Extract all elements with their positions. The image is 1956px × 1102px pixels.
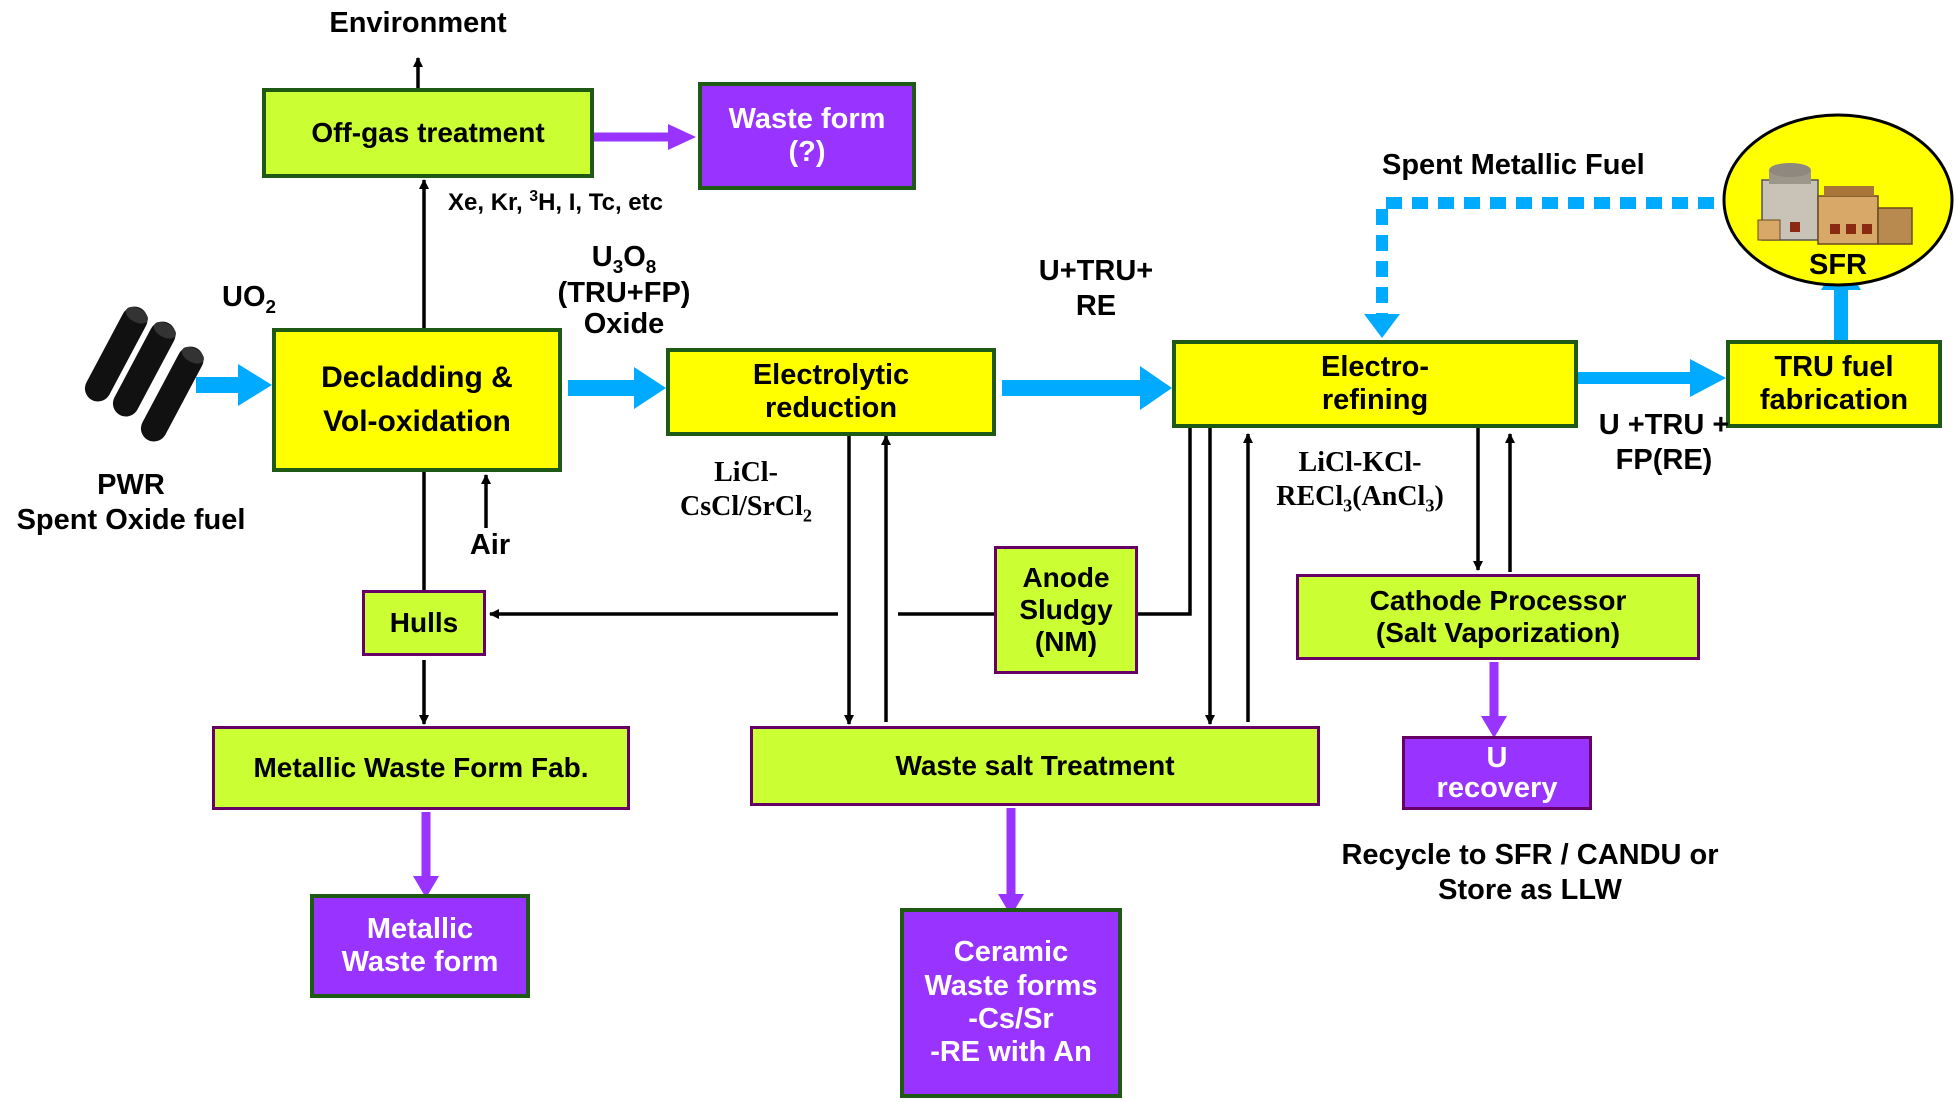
uo2-label: UO2: [222, 280, 276, 318]
u-tru-re-line2: RE: [1075, 289, 1117, 322]
u-tru-fp-line2: FP(RE): [1615, 443, 1713, 476]
offgas-treatment-label: Off-gas treatment: [311, 116, 545, 148]
anode-sludgy-box: Anode Sludgy (NM): [994, 546, 1138, 674]
cathode-processor-box: Cathode Processor (Salt Vaporization): [1296, 574, 1700, 660]
electrorefining-line2: refining: [1321, 384, 1429, 416]
sfr-plant-icon: [1722, 113, 1954, 287]
ceramic-line2: Waste forms: [924, 969, 1098, 1002]
electrorefining-line1: Electro-: [1321, 350, 1429, 383]
tru-fab-line1: TRU fuel: [1774, 350, 1894, 383]
licl-cscl-line1: LiCl-: [714, 457, 778, 488]
u3o8-line2: (TRU+FP): [557, 276, 691, 309]
decladding-line1: Decladding &: [321, 360, 513, 394]
offgas-species-prefix: Xe, Kr,: [448, 189, 530, 216]
pwr-line1: PWR: [97, 469, 165, 501]
electrolytic-reduction-box: Electrolytic reduction: [666, 348, 996, 436]
u-recovery-box: U recovery: [1402, 736, 1592, 810]
recycle-label: Recycle to SFR / CANDU or Store as LLW: [1310, 838, 1750, 908]
dotted-spent-metallic-fuel-line: [1376, 197, 1740, 318]
electrorefining-box: Electro- refining: [1172, 340, 1578, 428]
ceramic-line4: -RE with An: [930, 1036, 1092, 1069]
waste-flow-arrows: [421, 132, 1499, 896]
u-tru-re-label: U+TRU+ RE: [1016, 254, 1176, 324]
spent-fuel-rods-icon: [84, 306, 204, 442]
spent-metallic-fuel-label: Spent Metallic Fuel: [1382, 149, 1645, 181]
licl-kcl-a: RECl: [1276, 480, 1344, 512]
electrolytic-line2: reduction: [764, 392, 898, 424]
waste-form-line2: (?): [788, 136, 826, 168]
anode-line2: Sludgy: [1019, 593, 1113, 625]
waste-form-line1: Waste form: [728, 102, 886, 135]
metallic-waste-form-line1: Metallic: [366, 912, 474, 945]
offgas-species-sup: 3: [529, 188, 539, 205]
cathode-line1: Cathode Processor: [1369, 584, 1627, 616]
licl-cscl-line2: CsCl/SrCl2: [666, 490, 826, 527]
u3o8-line3: Oxide: [583, 308, 665, 341]
arrow-pwr-to-decladding: [196, 364, 272, 406]
offgas-species-suffix: H, I, Tc, etc: [538, 189, 663, 216]
waste-salt-label: Waste salt Treatment: [895, 749, 1175, 781]
air-label: Air: [469, 529, 511, 561]
licl-kcl-line1: LiCl-KCl-: [1298, 447, 1422, 478]
licl-kcl-line2: RECl3(AnCl3): [1270, 480, 1450, 517]
ceramic-line3: -Cs/Sr: [968, 1003, 1054, 1035]
recycle-line1: Recycle to SFR / CANDU or: [1341, 839, 1719, 871]
pwr-label: PWR Spent Oxide fuel: [0, 468, 262, 538]
licl-kcl-c: ): [1434, 480, 1444, 512]
line-refining-to-anode: [1138, 428, 1192, 616]
licl-cscl-text: CsCl/SrCl: [680, 490, 803, 522]
u3o8-sub1: 3: [612, 255, 624, 277]
ceramic-waste-forms-box: Ceramic Waste forms -Cs/Sr -RE with An: [900, 908, 1122, 1098]
decladding-box: Decladding & Vol-oxidation: [272, 328, 562, 472]
electrolytic-line1: Electrolytic: [752, 358, 910, 391]
u-tru-fp-label: U +TRU + FP(RE): [1582, 408, 1746, 478]
waste-flow-arrow-heads: [413, 124, 1507, 916]
u-tru-fp-line1: U +TRU +: [1598, 409, 1730, 441]
u-tru-re-line1: U+TRU+: [1038, 255, 1154, 287]
decladding-line2: Vol-oxidation: [323, 405, 511, 438]
anode-line3: (NM): [1034, 626, 1098, 658]
waste-form-unknown-box: Waste form (?): [698, 82, 916, 190]
uo2-sub: 2: [265, 295, 276, 317]
sfr-label: SFR: [1809, 249, 1867, 281]
licl-kcl-label: LiCl-KCl- RECl3(AnCl3): [1270, 446, 1450, 517]
offgas-species-label: Xe, Kr, 3H, I, Tc, etc: [448, 188, 663, 218]
licl-kcl-sub2: 3: [1425, 495, 1435, 516]
u-recovery-line2: recovery: [1436, 772, 1558, 804]
arrow-electrolytic-to-electrorefining: [1002, 366, 1172, 410]
u3o8-sub2: 8: [645, 255, 657, 277]
waste-salt-treatment-box: Waste salt Treatment: [750, 726, 1320, 806]
licl-kcl-sub: 3: [1343, 495, 1353, 516]
tru-fab-line2: fabrication: [1759, 384, 1909, 416]
metallic-waste-form-line2: Waste form: [341, 946, 499, 978]
recycle-line2: Store as LLW: [1438, 873, 1622, 906]
tru-fuel-fabrication-box: TRU fuel fabrication: [1726, 340, 1942, 428]
ceramic-line1: Ceramic: [953, 936, 1069, 969]
dotted-arrow-head: [1364, 314, 1400, 338]
pwr-line2: Spent Oxide fuel: [16, 503, 246, 536]
metallic-waste-fab-box: Metallic Waste Form Fab.: [212, 726, 630, 810]
environment-label: Environment: [329, 7, 507, 39]
cathode-line2: (Salt Vaporization): [1375, 617, 1621, 648]
hulls-box: Hulls: [362, 590, 486, 656]
arrow-electrorefining-to-tru-fab: [1578, 359, 1726, 397]
u3o8-b: O: [623, 241, 646, 273]
anode-line1: Anode: [1022, 561, 1110, 593]
licl-kcl-b: (AnCl: [1352, 480, 1426, 512]
offgas-treatment-box: Off-gas treatment: [262, 88, 594, 178]
licl-cscl-label: LiCl- CsCl/SrCl2: [666, 456, 826, 527]
uo2-main: UO: [222, 281, 266, 313]
u3o8-a: U: [591, 241, 613, 273]
u3o8-label: U3O8 (TRU+FP) Oxide: [534, 241, 714, 341]
u-recovery-line1: U: [1486, 741, 1508, 774]
licl-cscl-sub: 2: [802, 505, 812, 526]
hulls-label: Hulls: [389, 606, 459, 638]
metallic-waste-fab-label: Metallic Waste Form Fab.: [253, 751, 589, 783]
metallic-waste-form-box: Metallic Waste form: [310, 894, 530, 998]
u3o8-formula: U3O8: [534, 241, 714, 278]
arrow-decladding-to-electrolytic: [568, 367, 666, 409]
black-connectors: [413, 57, 1515, 725]
